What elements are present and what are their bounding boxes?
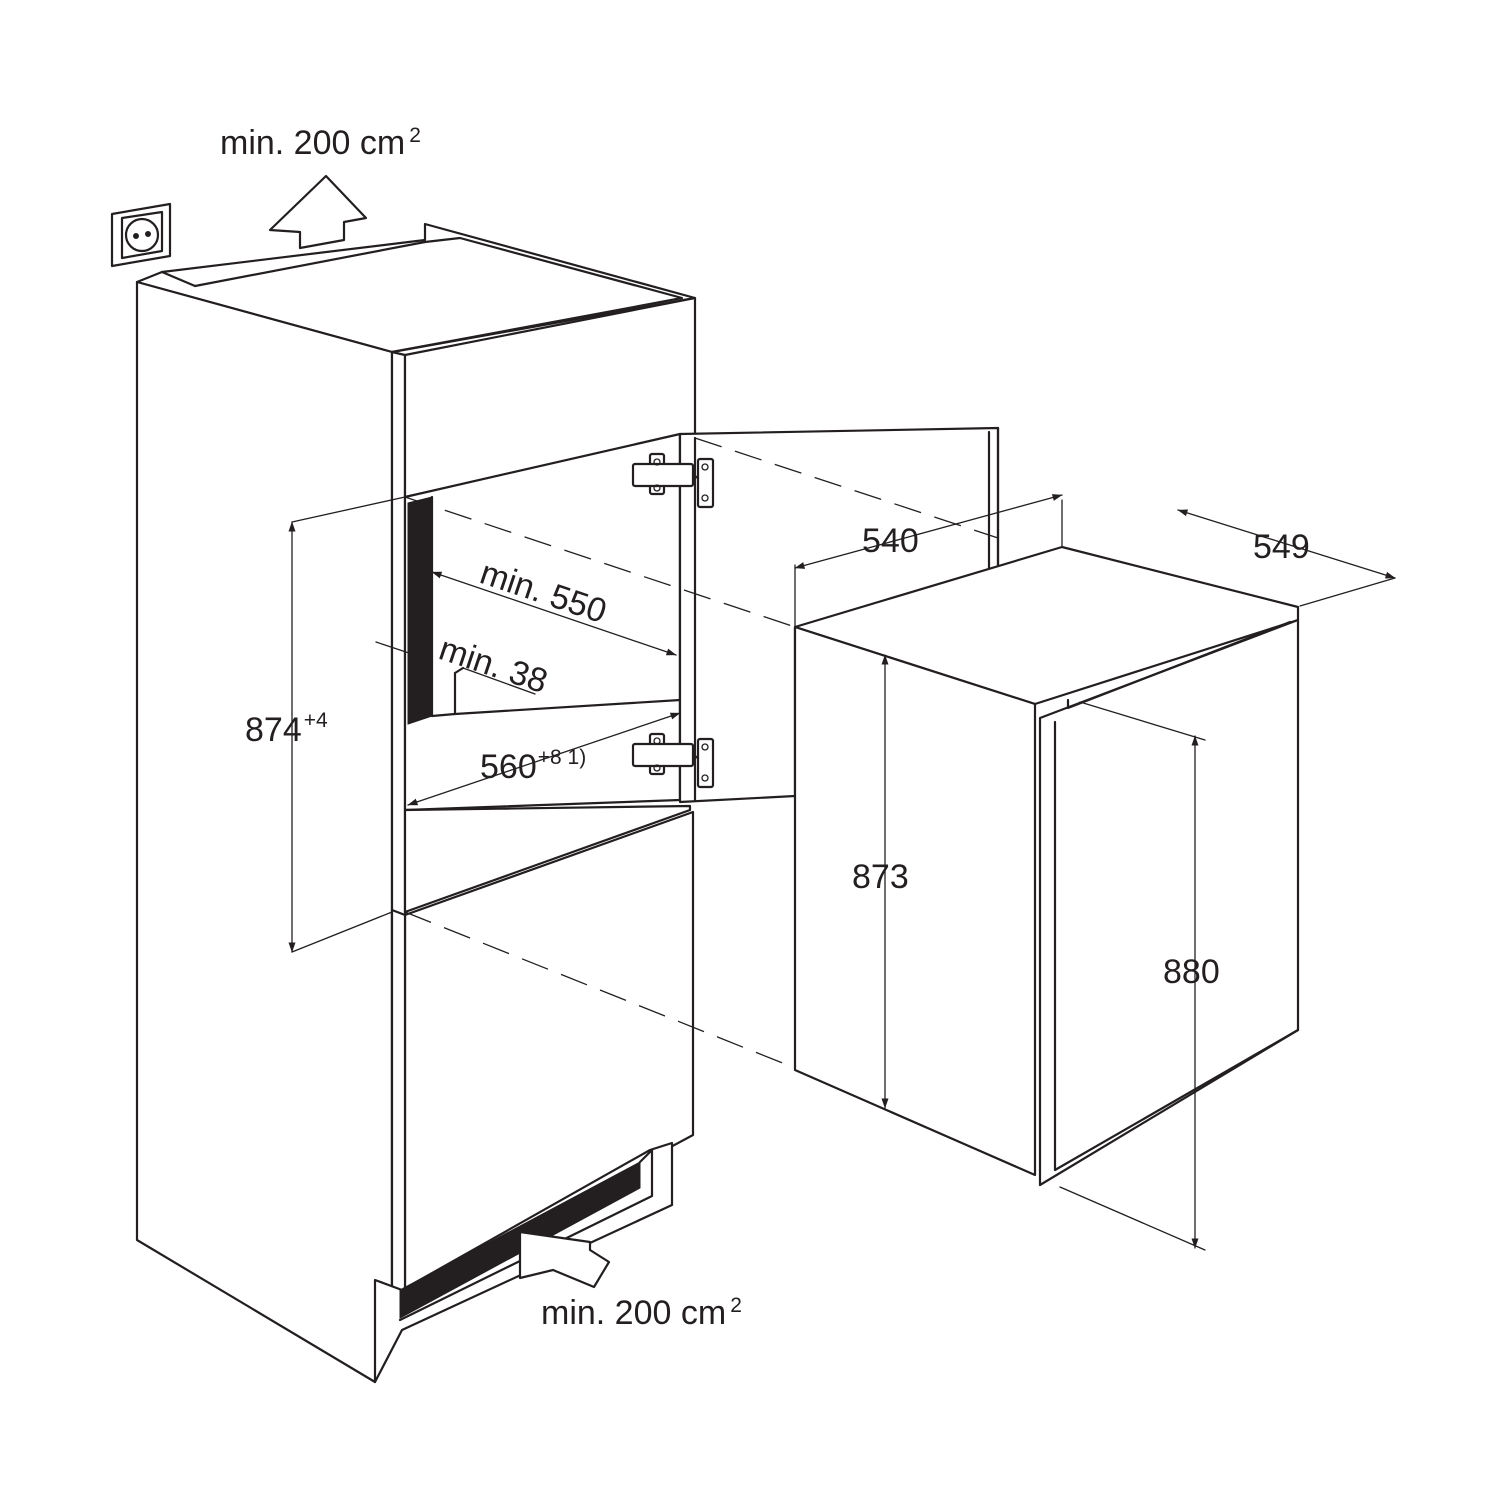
- cabinet: [135, 222, 697, 1384]
- label-appliance-total-height: 880: [1163, 953, 1220, 991]
- label-niche-height: 874+4: [245, 709, 328, 749]
- label-niche-width: 560+8 1): [480, 746, 586, 786]
- label-appliance-body-height: 873: [852, 858, 909, 896]
- dim-550: [431, 571, 677, 656]
- extension-lines: [291, 496, 1396, 1251]
- dim-540: [794, 494, 1063, 569]
- vent-arrow-in-icon: [518, 1230, 611, 1289]
- hinge-icon: [631, 452, 715, 509]
- niche-back-strip: [407, 496, 433, 725]
- appliance: [793, 545, 1300, 1187]
- label-appliance-width: 540: [862, 522, 919, 560]
- socket-icon: [110, 202, 172, 268]
- appliance-side: [793, 625, 1037, 1177]
- dim-38: [375, 641, 431, 661]
- label-appliance-depth: 549: [1253, 528, 1310, 566]
- cabinet-side-panel: [135, 280, 394, 1384]
- vent-arrow-up-icon: [268, 174, 368, 250]
- dim-38-tail: [462, 667, 536, 695]
- dim-549: [1177, 509, 1396, 579]
- dim-560: [407, 712, 681, 806]
- cabinet-middle-rail: [403, 804, 692, 914]
